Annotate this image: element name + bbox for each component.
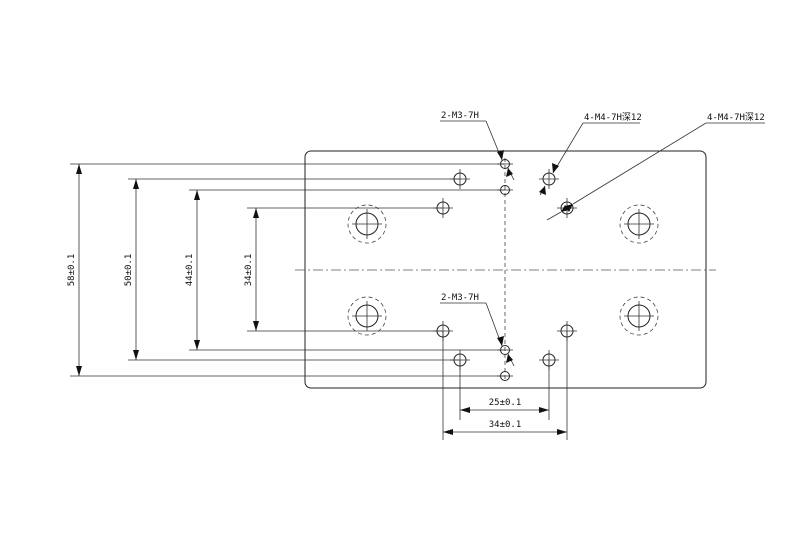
dimension-44: 44±0.1 [185, 189, 505, 351]
dimension-34-horizontal-label: 34±0.1 [489, 420, 522, 430]
dimension-25-label: 25±0.1 [489, 398, 522, 408]
dimension-58-label: 58±0.1 [67, 254, 77, 287]
callout-m4-a-label: 4-M4-7H深12 [584, 112, 642, 123]
large-hole-bottom-right [619, 296, 659, 336]
dimension-50-label: 50±0.1 [124, 254, 134, 287]
plate-outline [304, 150, 707, 389]
dimension-25: 25±0.1 [459, 360, 550, 420]
dimension-34-vertical-label: 34±0.1 [244, 254, 254, 287]
dimension-50: 50±0.1 [124, 178, 460, 361]
callout-m3-top: 2-M3-7H [440, 111, 515, 181]
large-hole-bottom-left [347, 296, 387, 336]
callout-m4-b-label: 4-M4-7H深12 [707, 112, 765, 123]
dimension-34-horizontal: 34±0.1 [442, 331, 568, 440]
large-hole-top-right [619, 204, 659, 244]
callout-m3-top-label: 2-M3-7H [441, 111, 479, 121]
callout-m4-a: 4-M4-7H深12 [539, 112, 642, 196]
dimension-58: 58±0.1 [67, 163, 505, 377]
callout-m4-b: 4-M4-7H深12 [546, 112, 765, 221]
callout-m3-bottom: 2-M3-7H [440, 293, 515, 367]
dimension-34-vertical: 34±0.1 [244, 207, 443, 332]
dimension-44-label: 44±0.1 [185, 254, 195, 287]
callout-m3-bottom-label: 2-M3-7H [441, 293, 479, 303]
large-hole-top-left [347, 204, 387, 244]
small-hole-3 [539, 169, 559, 189]
